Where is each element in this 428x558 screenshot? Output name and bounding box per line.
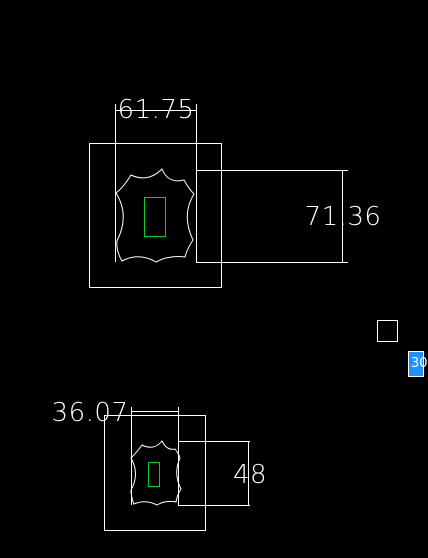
leather-hide-icon[interactable] bbox=[115, 168, 195, 263]
upper-inner-rect[interactable] bbox=[144, 197, 166, 237]
lower-inner-rect[interactable] bbox=[148, 462, 160, 487]
upper-width-dimension[interactable] bbox=[115, 104, 197, 262]
upper-width-label: 61.75 bbox=[118, 95, 195, 125]
upper-height-dimension[interactable] bbox=[196, 170, 348, 263]
lower-height-label: 48 bbox=[233, 460, 267, 490]
lower-outer-square[interactable] bbox=[104, 415, 206, 531]
lower-width-dimension[interactable] bbox=[131, 407, 179, 505]
upper-height-label: 71.36 bbox=[305, 202, 382, 232]
lower-width-label: 36.07 bbox=[52, 398, 129, 428]
upper-group[interactable] bbox=[89, 104, 349, 288]
dynamic-input-field[interactable]: 30 bbox=[408, 351, 428, 377]
lower-height-dimension[interactable] bbox=[178, 441, 250, 506]
upper-outer-square[interactable] bbox=[89, 143, 222, 288]
leather-hide-icon[interactable] bbox=[130, 440, 182, 506]
lower-group[interactable] bbox=[104, 407, 251, 531]
pickbox-cursor-icon bbox=[377, 320, 398, 342]
